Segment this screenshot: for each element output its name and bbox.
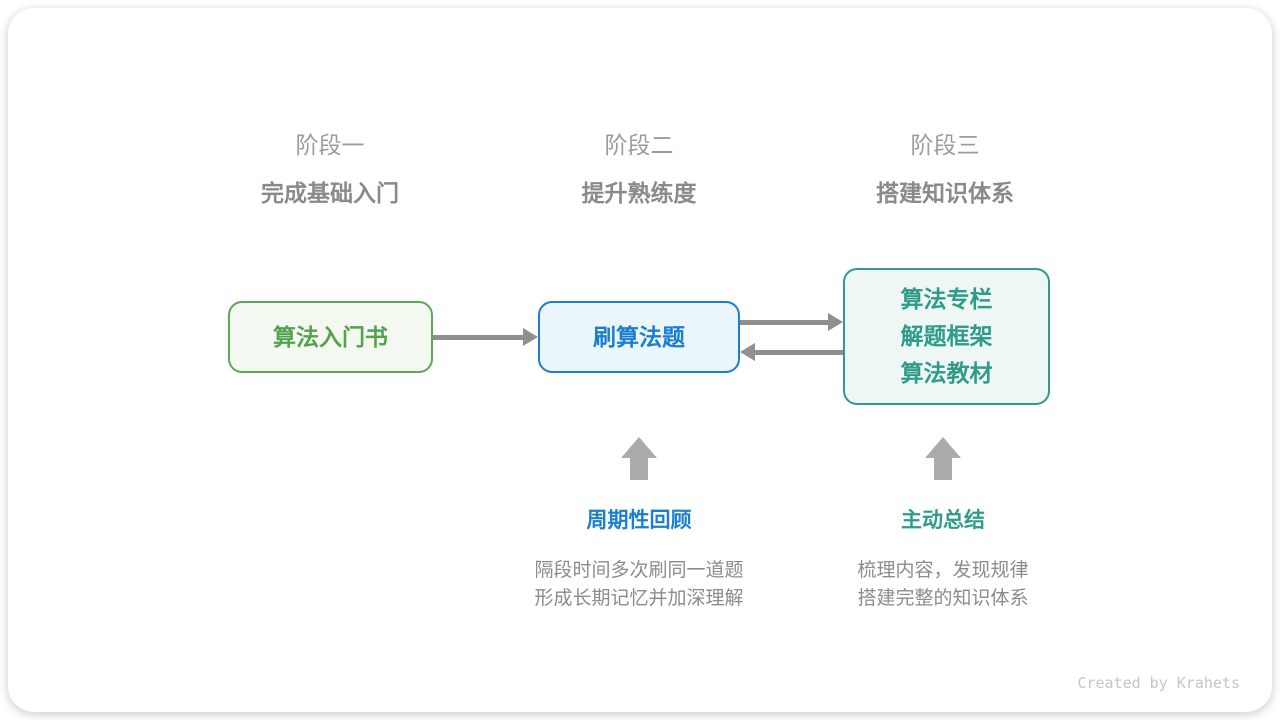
- connector-book-to-practice-arrow: [433, 328, 538, 346]
- annotation-summary-desc-line-1: 梳理内容，发现规律: [857, 560, 1029, 581]
- annotation-review-title: 周期性回顾: [586, 509, 692, 532]
- annotation-summary-desc-line-2: 搭建完整的知识体系: [857, 587, 1029, 609]
- stage-column-2: 阶段二 提升熟练度: [479, 126, 799, 236]
- node-beginner-book-label: 算法入门书: [273, 323, 388, 350]
- annotation-review-desc-line-2: 形成长期记忆并加深理解: [534, 587, 744, 609]
- up-arrow-review-icon: [621, 437, 657, 480]
- up-arrow-stem: [630, 458, 648, 480]
- arrow-head-right-icon: [523, 328, 538, 346]
- stage-3-label: 阶段三: [910, 132, 980, 158]
- stage-1-label: 阶段一: [295, 132, 365, 158]
- node-practice: 刷算法题: [538, 301, 740, 373]
- arrow-shaft: [433, 334, 525, 340]
- connector-practice-to-resources-arrow: [740, 313, 843, 331]
- node-resources-line-1: 算法专栏: [900, 286, 993, 312]
- annotation-review-desc: 隔段时间多次刷同一道题 形成长期记忆并加深理解: [469, 557, 809, 612]
- stage-2-subtitle: 提升熟练度: [581, 180, 697, 206]
- stage-1-subtitle: 完成基础入门: [261, 180, 399, 206]
- annotation-summary-title: 主动总结: [901, 509, 985, 532]
- stage-2-label: 阶段二: [604, 132, 674, 158]
- up-arrow-triangle: [925, 437, 961, 458]
- up-arrow-stem: [934, 458, 952, 480]
- up-arrow-triangle: [621, 437, 657, 458]
- up-arrow-summary-icon: [925, 437, 961, 480]
- stage-column-3: 阶段三 搭建知识体系: [785, 126, 1105, 236]
- annotation-review: 周期性回顾 隔段时间多次刷同一道题 形成长期记忆并加深理解: [469, 506, 809, 612]
- node-resources-line-3: 算法教材: [900, 360, 993, 386]
- arrow-head-left-icon: [740, 343, 755, 361]
- node-resources: 算法专栏 解题框架 算法教材: [843, 268, 1050, 405]
- connector-resources-to-practice-arrow: [740, 343, 843, 361]
- node-resources-line-2: 解题框架: [900, 323, 993, 349]
- node-beginner-book: 算法入门书: [228, 301, 433, 373]
- credit-text: Created by Krahets: [1077, 674, 1240, 692]
- arrow-head-right-icon: [828, 313, 843, 331]
- annotation-review-desc-line-1: 隔段时间多次刷同一道题: [534, 560, 744, 581]
- annotation-summary: 主动总结 梳理内容，发现规律 搭建完整的知识体系: [773, 506, 1113, 612]
- arrow-shaft: [753, 349, 843, 355]
- node-practice-label: 刷算法题: [593, 323, 685, 350]
- annotation-summary-desc: 梳理内容，发现规律 搭建完整的知识体系: [773, 557, 1113, 612]
- stage-3-subtitle: 搭建知识体系: [876, 180, 1014, 206]
- arrow-shaft: [740, 319, 830, 325]
- stage-column-1: 阶段一 完成基础入门: [170, 126, 490, 236]
